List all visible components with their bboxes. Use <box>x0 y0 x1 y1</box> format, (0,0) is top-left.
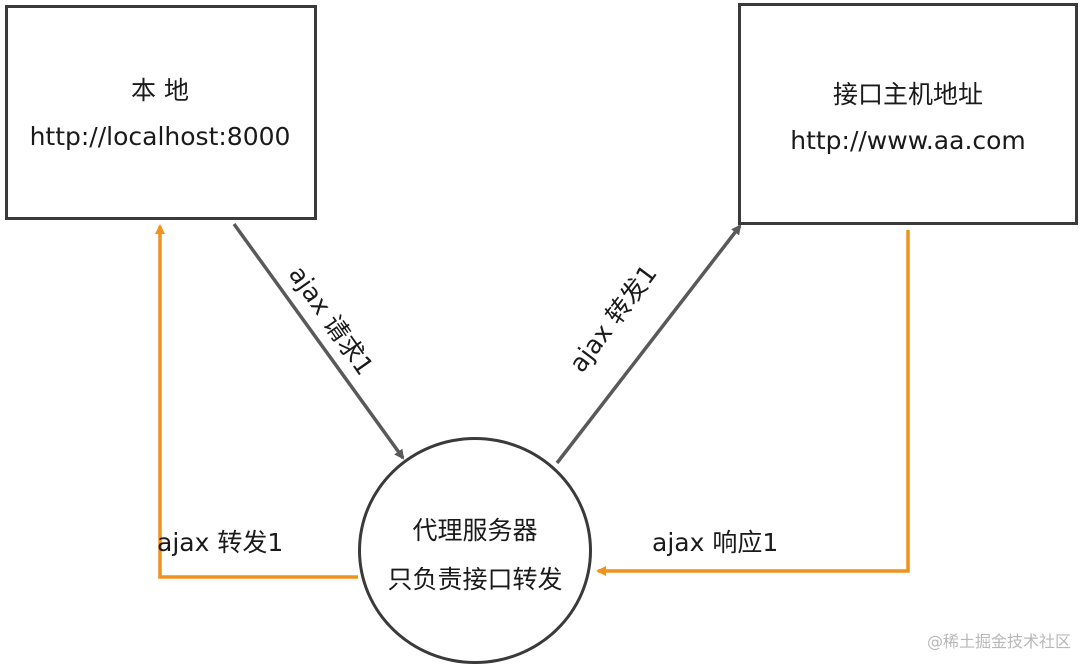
edge-label-api-to-proxy: ajax 响应1 <box>652 528 779 557</box>
api-host-node <box>738 3 1078 225</box>
watermark: @稀土掘金技术社区 <box>926 632 1071 651</box>
edge-label-proxy-to-local: ajax 转发1 <box>157 528 284 557</box>
local-title: 本 地 <box>131 76 189 105</box>
proxy-node <box>358 437 592 664</box>
arrow-proxy-to-api <box>555 224 742 465</box>
api-host-title: 接口主机地址 <box>832 80 984 109</box>
local-url: http://localhost:8000 <box>29 122 291 151</box>
proxy-title: 代理服务器 <box>412 516 538 545</box>
arrow-proxy-to-local <box>155 224 358 579</box>
proxy-subtitle: 只负责接口转发 <box>387 565 563 594</box>
arrow-local-to-proxy <box>232 222 405 460</box>
arrow-api-to-proxy <box>596 230 910 576</box>
api-host-url: http://www.aa.com <box>790 126 1026 155</box>
local-node <box>5 5 317 220</box>
